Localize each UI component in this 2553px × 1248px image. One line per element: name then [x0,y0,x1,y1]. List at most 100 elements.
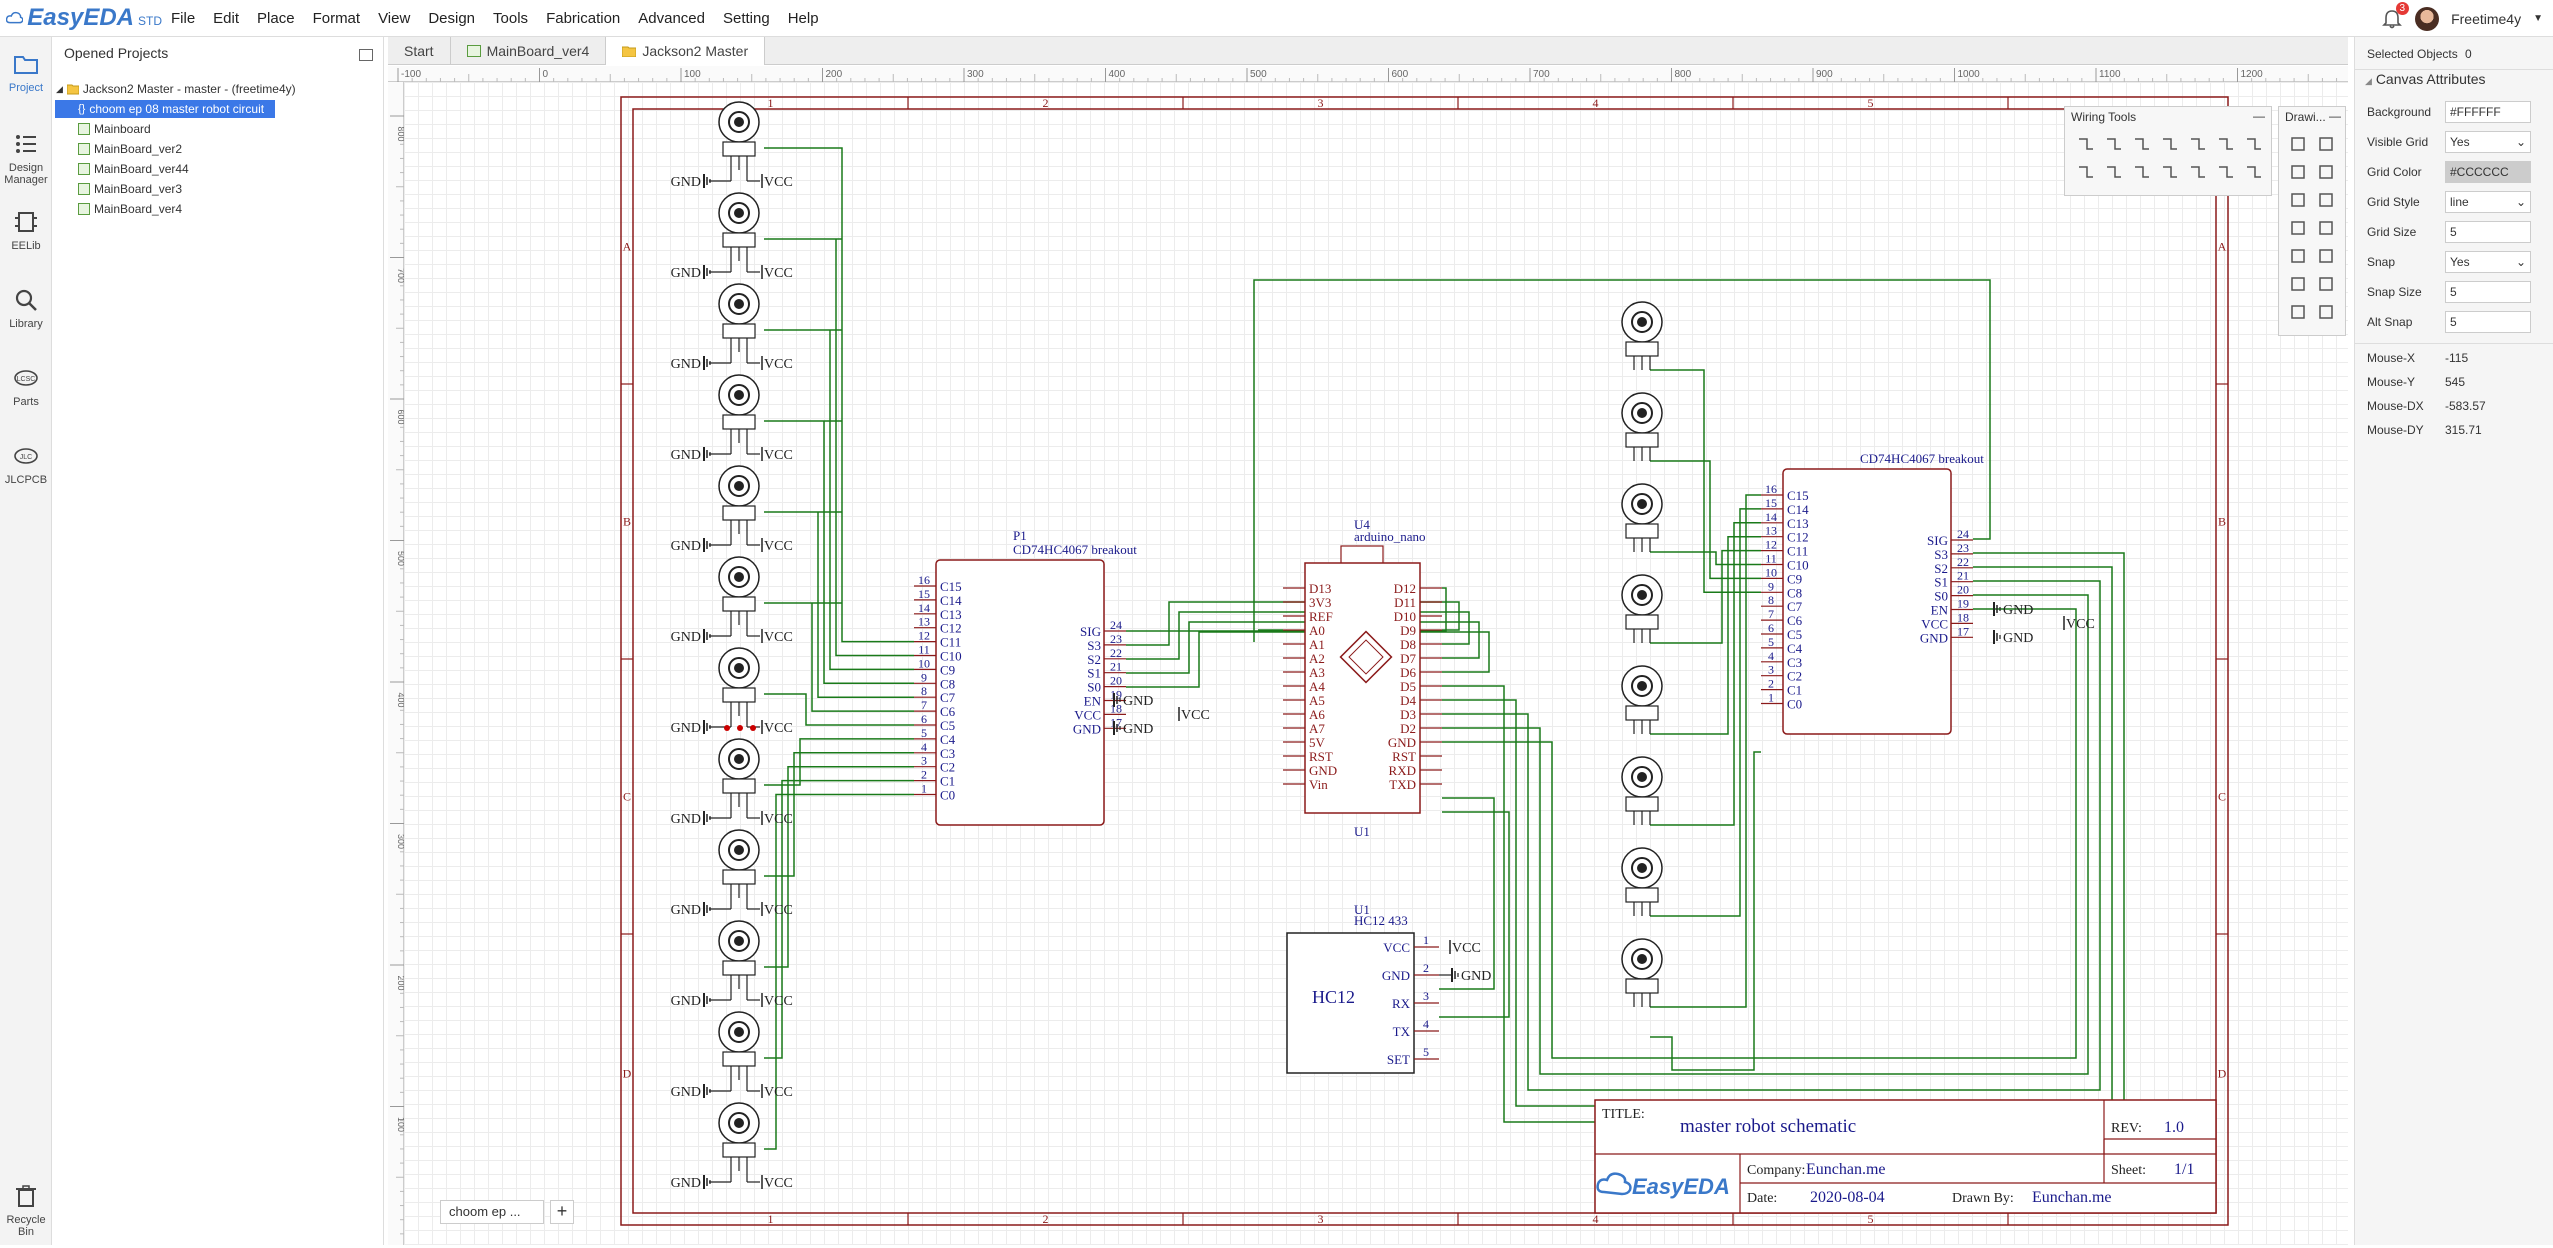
tree-item-mainboard-ver44[interactable]: MainBoard_ver44 [78,160,189,178]
ellipse-icon[interactable] [2315,245,2337,267]
input-field[interactable]: 5 [2445,311,2531,333]
wire-rpot-to-mux[interactable] [1650,494,1761,1008]
vcc-flag-icon[interactable] [2075,161,2097,183]
wire-pot-to-mux[interactable] [764,693,914,726]
minimize-icon[interactable]: — [2329,109,2341,123]
potentiometer[interactable] [718,829,760,898]
project-root[interactable]: ◢ Jackson2 Master - master - (freetime4y… [56,80,296,98]
drag-icon[interactable] [2315,301,2337,323]
chevron-down-icon[interactable]: ▼ [2533,13,2543,24]
input-field[interactable]: #CCCCCC [2445,161,2531,183]
wire-rpot-to-mux[interactable] [1650,369,1761,594]
wire-select-right[interactable] [1442,594,2089,1075]
potentiometer[interactable] [718,556,760,625]
wire-pot-to-mux[interactable] [764,793,914,1150]
potentiometer[interactable] [718,738,760,807]
menu-view[interactable]: View [378,9,411,27]
wire-pot-to-mux[interactable] [764,765,914,968]
tab-start[interactable]: Start [388,37,451,65]
net-flag-vcc-icon[interactable] [2215,133,2237,155]
potentiometer[interactable] [718,192,760,261]
menu-edit[interactable]: Edit [213,9,240,27]
rectangle-icon[interactable] [2315,217,2337,239]
wire-select-right[interactable] [1442,580,2101,1091]
net-flag-gnd-icon[interactable] [2187,133,2209,155]
tool-design-manager[interactable]: Design Manager [0,131,52,186]
tab-jackson2-master[interactable]: Jackson2 Master [606,37,766,65]
input-field[interactable]: #FFFFFF [2445,101,2531,123]
menu-help[interactable]: Help [787,9,819,27]
potentiometer[interactable] [1621,301,1663,370]
wire-rpot-to-mux[interactable] [1650,549,1761,644]
polyline-icon[interactable] [2287,133,2309,155]
polygon-icon[interactable] [2287,245,2309,267]
arduino-nano[interactable]: U4arduino_nanoD133V3REFA0A1A2A3A4A5A6A75… [1283,517,1442,839]
tree-item-mainboard-ver4[interactable]: MainBoard_ver4 [78,200,182,218]
input-field[interactable]: 5 [2445,221,2531,243]
expand-arrow-icon[interactable]: ◢ [56,83,63,94]
menu-design[interactable]: Design [428,9,476,27]
potentiometer[interactable] [718,283,760,352]
tab-mainboard-ver4[interactable]: MainBoard_ver4 [451,37,607,65]
tool-parts[interactable]: LCSC Parts [0,365,52,408]
wire-pot-to-mux[interactable] [764,329,914,671]
wire-sig-right[interactable] [1253,279,1991,642]
select-field[interactable]: Yes⌄ [2445,251,2531,273]
image-icon[interactable] [2315,273,2337,295]
minimize-icon[interactable]: — [2253,109,2265,123]
potentiometer[interactable] [1621,938,1663,1007]
potentiometer[interactable] [1621,847,1663,916]
add-sheet-button[interactable]: + [550,1200,574,1224]
sheet-tab[interactable]: choom ep ... [440,1200,544,1224]
wire-pot-to-mux[interactable] [764,602,914,712]
potentiometer[interactable] [718,920,760,989]
text-icon[interactable] [2315,189,2337,211]
potentiometer[interactable] [718,374,760,443]
capture-icon[interactable] [2215,161,2237,183]
wire-sig[interactable] [1126,587,1447,632]
wire-icon[interactable] [2075,133,2097,155]
menu-advanced[interactable]: Advanced [638,9,705,27]
potentiometer[interactable] [1621,574,1663,643]
app-logo[interactable]: EasyEDA STD [0,4,162,32]
bus-icon[interactable] [2103,133,2125,155]
tool-project[interactable]: Project [0,51,52,94]
wire-rpot-to-mux[interactable] [1650,508,1761,917]
tool-jlcpcb[interactable]: JLC JLCPCB [0,443,52,486]
username[interactable]: Freetime4y [2451,10,2522,27]
wire-pot-to-mux[interactable] [764,420,914,685]
potentiometer[interactable] [718,1102,760,1171]
wire-rpot-to-mux[interactable] [1650,522,1761,826]
menu-format[interactable]: Format [312,9,361,27]
potentiometer[interactable] [1621,483,1663,552]
circle-arc-icon[interactable] [2315,161,2337,183]
potentiometer[interactable] [718,465,760,534]
wire-rpot-to-mux[interactable] [1650,460,1761,580]
input-field[interactable]: 5 [2445,281,2531,303]
menu-setting[interactable]: Setting [722,9,770,27]
wire-rpot-bottom[interactable] [1650,751,1761,1071]
potentiometer[interactable] [1621,392,1663,461]
wire-pot-to-mux[interactable] [764,779,914,1059]
pie-icon[interactable] [2287,273,2309,295]
menu-tools[interactable]: Tools [493,9,529,27]
net-port-icon[interactable] [2243,133,2265,155]
tree-item-mainboard-ver3[interactable]: MainBoard_ver3 [78,180,182,198]
new-project-icon[interactable] [359,49,373,61]
canvas-attributes-header[interactable]: ◢ Canvas Attributes [2365,71,2486,87]
mux-body[interactable] [1782,468,1952,735]
nano-body[interactable] [1304,562,1421,814]
wire-select-right[interactable] [1442,608,2077,1059]
wire-rpot-to-mux[interactable] [1650,551,1761,566]
potentiometer[interactable] [718,101,760,170]
tree-item-schematic[interactable]: {} choom ep 08 master robot circuit [55,100,275,118]
potentiometer[interactable] [718,1011,760,1080]
group-icon[interactable] [2187,161,2209,183]
hand-icon[interactable] [2287,301,2309,323]
tool-library[interactable]: Library [0,287,52,330]
pin-icon[interactable] [2159,161,2181,183]
